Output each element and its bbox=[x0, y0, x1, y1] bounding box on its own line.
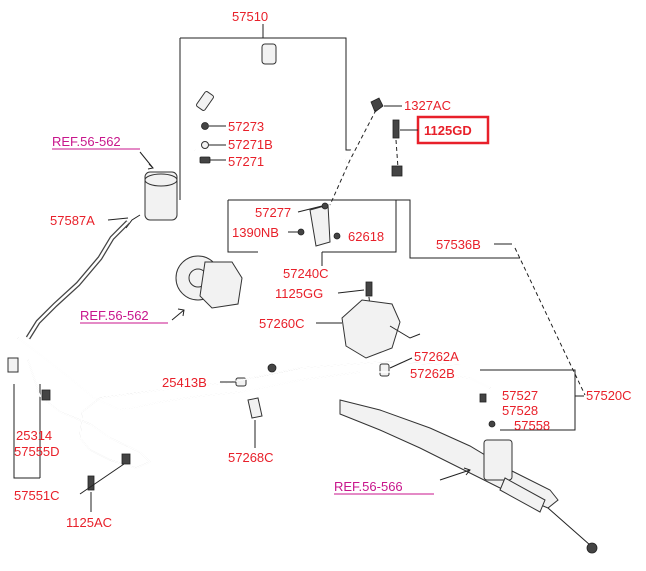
pipe-clip bbox=[391, 165, 403, 177]
gear-ref-arrow bbox=[439, 467, 471, 481]
leader-57551c bbox=[79, 463, 125, 495]
tie-rod-end-right bbox=[586, 542, 598, 554]
part-label-1390nb: 1390NB bbox=[232, 225, 279, 240]
part-label-57536b: 57536B bbox=[436, 237, 481, 252]
ref-label-56-562-top[interactable]: REF.56-562 bbox=[52, 134, 121, 149]
part-label-57273: 57273 bbox=[228, 119, 264, 134]
clamp-57551c bbox=[121, 453, 131, 465]
part-label-62618: 62618 bbox=[348, 229, 384, 244]
feed-tube-inner bbox=[17, 337, 491, 411]
part-label-1125gd[interactable]: 1125GD bbox=[424, 123, 472, 138]
dash-1327ac bbox=[329, 109, 377, 206]
pressure-hose-inner bbox=[190, 48, 348, 163]
reservoir-cap bbox=[144, 173, 178, 187]
bolt-1125gg bbox=[365, 281, 373, 297]
bracket-57240c bbox=[309, 204, 331, 247]
part-label-57558: 57558 bbox=[514, 418, 550, 433]
heat-shield-strap bbox=[389, 325, 421, 339]
return-pipe-top-inner bbox=[345, 148, 516, 246]
tie-rod-end-left bbox=[267, 363, 277, 373]
part-label-57271: 57271 bbox=[228, 154, 264, 169]
leader-57262a bbox=[389, 357, 413, 369]
part-label-25413b: 25413B bbox=[162, 375, 207, 390]
part-label-57262a: 57262A bbox=[414, 349, 459, 364]
gear-valve-housing bbox=[483, 439, 513, 481]
part-label-57527: 57527 bbox=[502, 388, 538, 403]
part-label-57260c: 57260C bbox=[259, 316, 305, 331]
hose-clamp bbox=[261, 43, 277, 65]
part-label-57520c: 57520C bbox=[586, 388, 632, 403]
part-label-57555d: 57555D bbox=[14, 444, 60, 459]
part-label-57240c: 57240C bbox=[283, 266, 329, 281]
suction-hose-inner bbox=[26, 221, 129, 339]
part-label-57587a: 57587A bbox=[50, 213, 95, 228]
leader-57587a bbox=[107, 217, 129, 221]
leader-57277 bbox=[297, 205, 323, 213]
leader-1125gg bbox=[337, 289, 365, 294]
clip-57277 bbox=[321, 202, 329, 210]
part-label-25314: 25314 bbox=[16, 428, 52, 443]
reservoir-neck bbox=[125, 214, 141, 229]
part-label-57528: 57528 bbox=[502, 403, 538, 418]
bolt-1390nb bbox=[297, 228, 305, 236]
fitting-57271 bbox=[199, 156, 211, 164]
part-label-57271b: 57271B bbox=[228, 137, 273, 152]
fitting-57271b bbox=[201, 141, 209, 149]
part-label-1327ac: 1327AC bbox=[404, 98, 451, 113]
fitting-57273 bbox=[201, 122, 209, 130]
pump-body bbox=[199, 261, 243, 309]
bracket-57268c bbox=[247, 397, 263, 419]
bolt-1125gd bbox=[392, 119, 400, 139]
part-label-57277: 57277 bbox=[255, 205, 291, 220]
part-label-57551c: 57551C bbox=[14, 488, 60, 503]
part-label-1125ac: 1125AC bbox=[66, 515, 112, 530]
nut-1327ac bbox=[370, 97, 384, 113]
part-label-57268c: 57268C bbox=[228, 450, 274, 465]
rack-group-bracket bbox=[480, 369, 584, 431]
ref-label-56-566[interactable]: REF.56-566 bbox=[334, 479, 403, 494]
part-label-1125gg: 1125GG bbox=[275, 286, 323, 301]
tube-bracket bbox=[7, 357, 19, 373]
part-label-57262b: 57262B bbox=[410, 366, 455, 381]
part-label-57510: 57510 bbox=[232, 9, 268, 24]
fitting-57558 bbox=[488, 420, 496, 428]
clip-62618 bbox=[333, 232, 341, 240]
ref-label-56-562-mid[interactable]: REF.56-562 bbox=[80, 308, 149, 323]
dash-1125gd bbox=[395, 139, 399, 169]
clamp-25314 bbox=[41, 389, 51, 401]
clamp-57262a bbox=[379, 363, 390, 377]
pump-arrow bbox=[171, 308, 185, 321]
dash-57536b bbox=[514, 247, 586, 396]
return-tube-inner bbox=[27, 359, 461, 469]
tube-group-bracket bbox=[13, 384, 41, 479]
tie-rod-right bbox=[547, 507, 591, 546]
hose-sleeve bbox=[196, 91, 214, 111]
fitting-57527 bbox=[479, 393, 487, 403]
bolt-1125ac bbox=[87, 475, 95, 491]
rack-boot bbox=[499, 477, 546, 513]
bracket-group-box bbox=[227, 199, 520, 259]
heat-shield-57260c bbox=[341, 299, 401, 359]
reservoir-arrow bbox=[139, 151, 155, 170]
